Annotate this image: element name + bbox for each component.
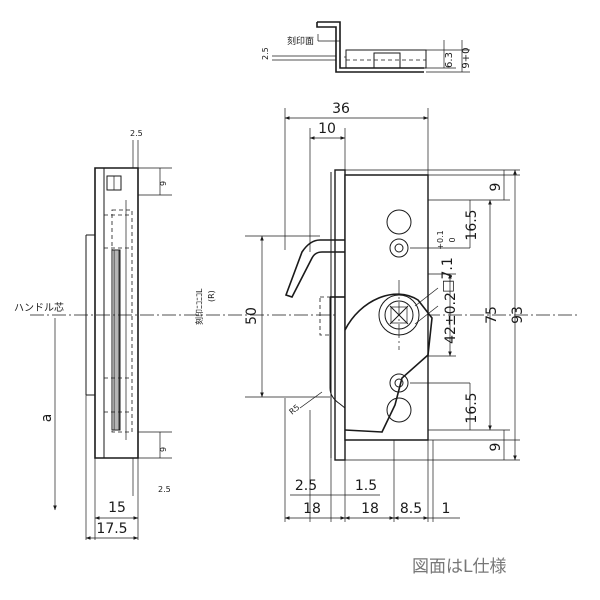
handle-center-label: ハンドル芯 [14, 301, 64, 314]
front-dim-165-top: 16.5 [464, 209, 480, 240]
side-dim-top-9: 9 [159, 181, 168, 186]
front-view: 36 10 50 刻印ﾆｺﾆｺL (R) R5 93 9 9 75 [194, 101, 526, 522]
engraving-sub: (R) [207, 290, 216, 302]
top-view: 刻印面 2.5 6.3 9+0 [261, 21, 472, 73]
front-dim-36: 36 [332, 101, 350, 117]
front-dim-10: 10 [318, 121, 336, 137]
front-dim-50: 50 [244, 307, 260, 325]
side-view: 2.5 9 9 2.5 15 17.5 ハンドル芯 a [14, 129, 580, 540]
square-tol-plus: +0.1 [436, 230, 445, 249]
top-dim-9-tol: 9+0 [461, 47, 472, 68]
front-dim-18b: 18 [361, 501, 379, 517]
front-dim-9-top: 9 [488, 183, 504, 192]
front-dim-15: 1.5 [355, 478, 377, 494]
front-dim-85: 8.5 [400, 501, 422, 517]
side-dim-bottom-9: 9 [159, 447, 168, 452]
front-dim-93: 93 [510, 306, 526, 324]
side-dim-175: 17.5 [96, 521, 127, 537]
side-dim-top-25: 2.5 [130, 129, 143, 138]
side-dim-a: a [39, 414, 55, 423]
front-dim-r5: R5 [288, 403, 302, 417]
top-dim-thickness: 2.5 [261, 47, 270, 60]
front-dim-25: 2.5 [295, 478, 317, 494]
engraving-label: 刻印ﾆｺﾆｺL [194, 288, 204, 325]
front-dim-18a: 18 [303, 501, 321, 517]
stamp-face-label: 刻印面 [287, 35, 314, 47]
front-dim-165-bottom: 16.5 [464, 392, 480, 423]
top-dim-63: 6.3 [444, 52, 455, 68]
drawing-note: 図面はL仕様 [412, 557, 506, 577]
side-dim-bottom-25: 2.5 [158, 485, 171, 494]
front-dim-9-bottom: 9 [488, 443, 504, 452]
side-dim-15: 15 [108, 500, 126, 516]
square-hole-label: □7.1 [440, 257, 456, 293]
front-dim-75: 75 [484, 306, 500, 324]
square-tol-minus: 0 [448, 237, 457, 242]
front-dim-42: 42±0.2 [443, 292, 459, 344]
front-dim-1: 1 [442, 501, 451, 517]
